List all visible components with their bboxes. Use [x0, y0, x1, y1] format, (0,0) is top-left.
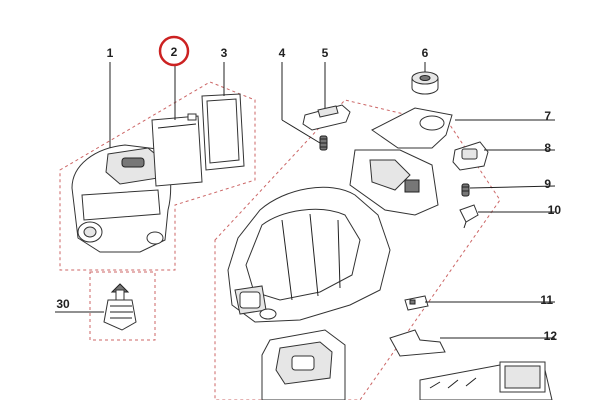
label-part-11: 11 — [540, 293, 553, 307]
label-part-30: 30 — [56, 297, 70, 311]
filter-group-boundary — [59, 81, 256, 271]
lower-body-base[interactable] — [261, 329, 346, 400]
part-11-bracket[interactable] — [404, 295, 429, 311]
part-6-knob[interactable] — [411, 71, 439, 95]
part-5-latch-button[interactable] — [302, 104, 351, 131]
part-2-pleated-filter[interactable] — [151, 113, 203, 187]
part-10-clip[interactable] — [459, 204, 479, 229]
accessory-group-boundary — [89, 271, 156, 341]
part-3-foam-filter[interactable] — [201, 93, 245, 171]
label-part-4: 4 — [279, 46, 286, 60]
label-part-12: 12 — [544, 329, 558, 343]
label-part-7: 7 — [544, 109, 551, 123]
part-4-spring[interactable] — [319, 135, 328, 151]
label-part-1: 1 — [107, 46, 114, 60]
label-part-10: 10 — [548, 203, 562, 217]
electronics-board[interactable] — [419, 361, 553, 400]
part-9-spring[interactable] — [461, 183, 470, 197]
label-part-3: 3 — [221, 46, 228, 60]
part-2-highlight-ring — [158, 35, 190, 67]
label-part-5: 5 — [322, 46, 329, 60]
main-body-chassis[interactable] — [227, 186, 391, 323]
part-30-accessory[interactable] — [103, 283, 137, 331]
part-8-handle-catch[interactable] — [452, 141, 489, 171]
label-part-9: 9 — [544, 177, 551, 191]
label-part-8: 8 — [544, 141, 551, 155]
label-part-6: 6 — [422, 46, 429, 60]
part-1-front-housing[interactable] — [71, 144, 172, 253]
label-part-2: 2 — [171, 45, 178, 59]
leader-lines — [55, 62, 556, 339]
part-7-top-cover[interactable] — [349, 107, 453, 216]
part-12-l-plate[interactable] — [389, 329, 446, 357]
